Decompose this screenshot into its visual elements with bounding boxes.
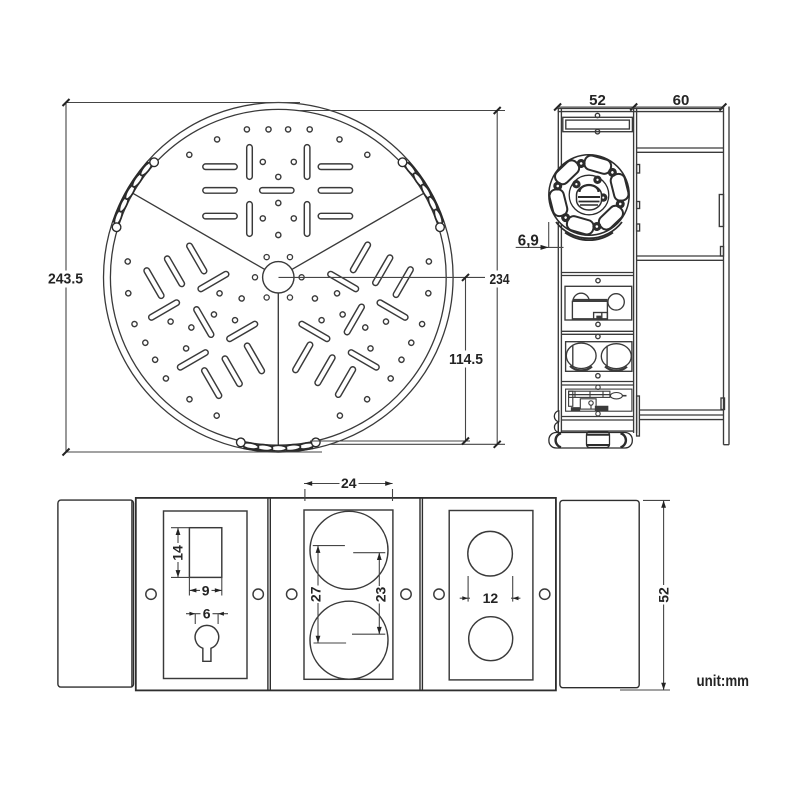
svg-text:unit:mm: unit:mm [697,673,750,690]
svg-text:23: 23 [373,587,389,603]
svg-text:52: 52 [589,92,606,109]
svg-text:27: 27 [307,586,323,602]
svg-text:52: 52 [656,587,672,603]
svg-text:114.5: 114.5 [449,351,483,368]
svg-text:6,9: 6,9 [518,233,539,250]
svg-text:24: 24 [341,475,357,491]
svg-text:6: 6 [203,606,211,622]
svg-text:12: 12 [483,590,499,606]
svg-text:14: 14 [170,545,186,561]
svg-text:243.5: 243.5 [48,271,83,288]
svg-text:9: 9 [202,582,210,598]
svg-text:234: 234 [490,271,511,288]
svg-text:60: 60 [673,92,690,109]
